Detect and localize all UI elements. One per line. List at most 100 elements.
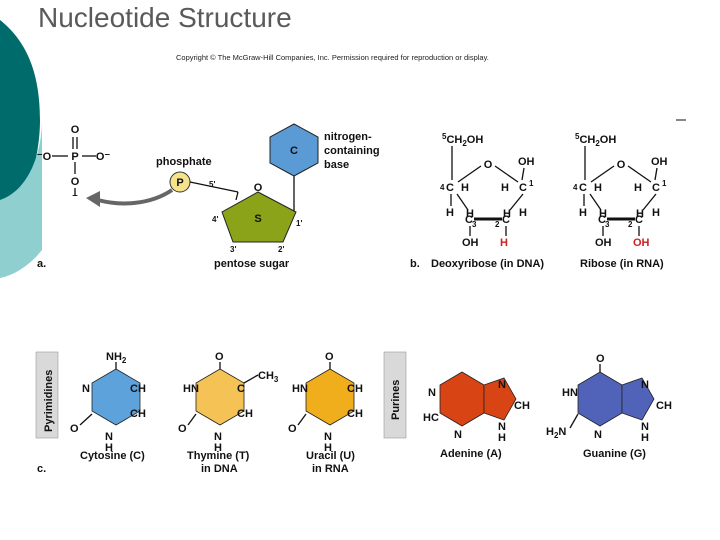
svg-text:O: O [617,159,626,171]
pyrimidines-label: Pyrimidines [43,370,55,432]
thymine-label-line1: Thymine (T) [187,450,250,462]
phosphate-symbol: P [176,177,183,189]
uracil-label-line1: Uracil (U) [306,450,355,462]
svg-text:N: N [454,429,462,441]
svg-text:O: O [288,423,297,435]
svg-text:H: H [652,207,660,219]
svg-text:C: C [502,214,510,226]
svg-text:N: N [641,421,649,433]
adenine-label: Adenine (A) [440,448,502,460]
svg-text:C: C [237,383,245,395]
position-1prime: 1' [296,219,302,228]
svg-text:CH: CH [130,383,146,395]
svg-text:N: N [641,379,649,391]
svg-text:N: N [428,387,436,399]
guanine-structure: O HN H2N N N CH N H [546,353,672,444]
deoxyribose-label: Deoxyribose (in DNA) [431,258,544,270]
svg-text:H: H [214,442,222,454]
panel-b: b. 5CH2OH O OH 4 C H H C 1 H H H H C [410,132,668,270]
svg-text:H: H [461,182,469,194]
svg-text:OH: OH [595,237,612,249]
svg-text:4: 4 [573,183,578,192]
svg-text:N: N [105,431,113,443]
svg-text:P: P [71,151,78,163]
thymine-label-line2: in DNA [201,463,238,475]
svg-text:C: C [598,214,606,226]
position-5prime: 5' [209,180,215,189]
svg-text:HN: HN [562,387,578,399]
svg-text:O: O [70,423,79,435]
base-hexagon [269,123,319,177]
adenine-structure: N HC N N CH N H [423,371,530,444]
svg-text:O: O [71,176,80,188]
svg-text:H: H [105,442,113,454]
svg-text:H: H [641,432,649,444]
svg-text:H: H [501,182,509,194]
svg-text:OH: OH [518,156,535,168]
svg-text:H: H [498,432,506,444]
ribose-structure: 5CH2OH O OH 4 C H H C 1 H H H H C 3 C 2 [573,132,668,249]
svg-text:H: H [503,208,511,220]
svg-text:H2N: H2N [546,426,566,440]
svg-text:C: C [652,182,660,194]
pyrimidines-tab [35,351,59,439]
sugar-symbol: S [254,213,261,225]
svg-text:N: N [214,431,222,443]
copyright-notice: Copyright © The McGraw-Hill Companies, I… [176,53,489,62]
svg-text:C: C [446,182,454,194]
svg-text:H: H [466,208,474,220]
svg-text:N: N [498,421,506,433]
svg-text:OH: OH [651,156,668,168]
phosphate-label: phosphate [156,156,212,168]
svg-text:C: C [519,182,527,194]
light-teal-band [0,120,42,278]
base-label-line1: nitrogen- [324,131,372,143]
base-label-line2: containing [324,145,380,157]
slide-title: Nucleotide Structure [38,2,292,33]
svg-text:H: H [519,207,527,219]
svg-text:O: O [325,351,334,363]
purines-label: Purines [390,380,402,420]
svg-text:CH3: CH3 [258,370,279,384]
svg-text:HC: HC [423,412,439,424]
svg-text:C: C [465,214,473,226]
svg-text:H: H [324,442,332,454]
panel-a-letter: a. [37,258,46,270]
svg-text:1: 1 [662,179,667,188]
guanine-label: Guanine (G) [583,448,646,460]
svg-text:N: N [324,431,332,443]
sugar-label: pentose sugar [214,258,290,270]
position-3prime: 3' [230,245,236,254]
ribose-label: Ribose (in RNA) [580,258,664,270]
svg-text:N: N [82,383,90,395]
svg-text:CH: CH [656,400,672,412]
curved-arrow-icon [97,188,174,206]
svg-text:H: H [500,237,508,249]
panel-c-letter: c. [37,463,46,475]
svg-text:O⁻: O⁻ [96,151,111,163]
base-symbol: C [290,145,298,157]
svg-text:H: H [446,207,454,219]
uracil-label-line2: in RNA [312,463,349,475]
svg-text:OH: OH [633,237,650,249]
svg-text:⁻O: ⁻O [37,151,52,163]
purines-tab [383,351,407,439]
svg-text:3: 3 [605,220,610,229]
svg-text:H: H [636,208,644,220]
svg-text:N: N [594,429,602,441]
svg-text:HN: HN [292,383,308,395]
panel-a: O ⁻O P O⁻ O ⁻ phosphate P 5' S O 4' 3' 2… [37,123,380,270]
svg-text:5CH2OH: 5CH2OH [442,132,483,148]
svg-text:1: 1 [529,179,534,188]
panel-c: c. Pyrimidines Purines NH2 N CH CH N H O… [35,351,672,475]
svg-text:4: 4 [440,183,445,192]
sugar-pentagon [221,191,297,243]
cytosine-structure: NH2 N CH CH N H O [70,351,146,454]
svg-text:5CH2OH: 5CH2OH [575,132,616,148]
svg-text:CH: CH [347,408,363,420]
svg-text:C: C [635,214,643,226]
svg-text:H: H [599,208,607,220]
svg-text:2: 2 [495,220,500,229]
